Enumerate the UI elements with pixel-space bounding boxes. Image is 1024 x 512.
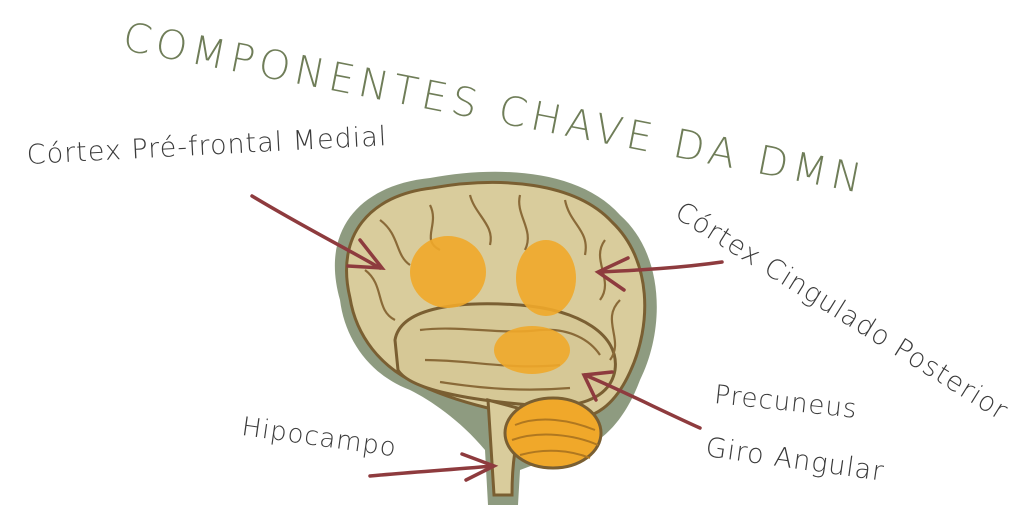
arrow-hippocampus: [368, 464, 494, 478]
mpfc-region: [410, 236, 486, 308]
arrow-pcc: [598, 260, 724, 274]
pcc-region: [516, 240, 576, 316]
arrows: [250, 194, 724, 482]
angular-region: [494, 326, 570, 374]
cerebellum-folds: [511, 418, 599, 459]
arrow-precuneus: [583, 373, 702, 430]
cerebellum: [503, 396, 603, 470]
arrow-mpfc: [250, 194, 382, 270]
